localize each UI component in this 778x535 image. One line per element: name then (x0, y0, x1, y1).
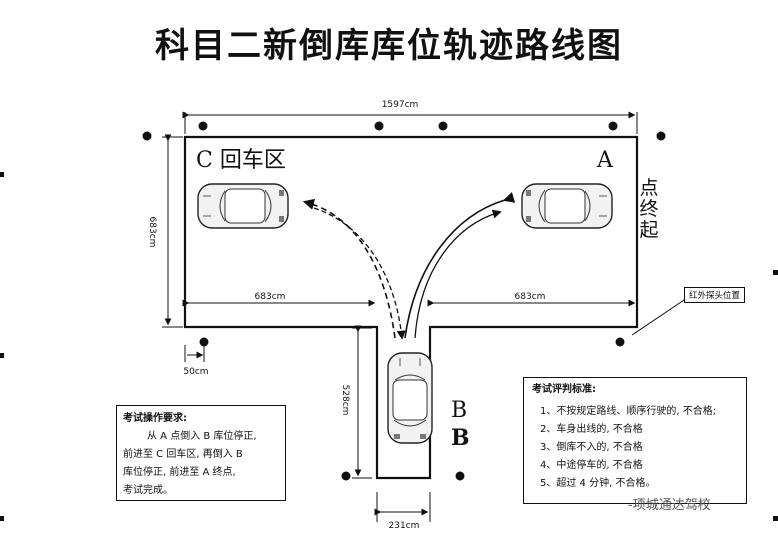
dim-top-label: 1597cm (382, 100, 419, 110)
dim-top-width (182, 111, 638, 134)
operation-line: 库位停正, 前进至 A 终点, (123, 467, 236, 478)
standards-line: 2、车身出线的, 不合格 (540, 424, 643, 435)
operation-line: 从 A 点倒入 B 库位停正, (147, 431, 257, 442)
operation-line: 前进至 C 回车区, 再倒入 B (123, 449, 243, 460)
standards-heading: 考试评判标准: (532, 384, 596, 395)
trajectory-forward-b-to-c (302, 198, 396, 339)
watermark: -项城通达驾校 (628, 498, 711, 513)
dim-stem-label: 528cm (340, 385, 350, 416)
operation-requirements-box: 考试操作要求: 从 A 点倒入 B 库位停正, 前进至 C 回车区, 再倒入 B… (116, 405, 286, 501)
dim-left-height (162, 134, 183, 328)
dim-left-arm-label: 683cm (255, 292, 286, 302)
trajectory-forward-b-to-a (414, 209, 502, 339)
standards-line: 1、不按规定路线、顺序行驶的, 不合格; (540, 406, 717, 417)
dim-gap-label: 50cm (183, 367, 208, 377)
sensor-dots (142, 121, 666, 481)
point-b-label-1: B (451, 398, 467, 423)
car-c-area (197, 183, 289, 229)
sensor-leader (631, 297, 688, 336)
dim-stem-width-label: 231cm (389, 521, 420, 531)
car-b-slot (387, 352, 433, 444)
trajectory-reverse-a-to-b (404, 192, 516, 339)
car-a-point (521, 183, 613, 229)
standards-line: 5、超过 4 分钟, 不合格。 (540, 478, 656, 489)
dim-left-label: 683cm (147, 217, 157, 248)
standards-line: 4、中途停车的, 不合格 (540, 460, 643, 471)
sensor-position-label: 红外探头位置 (684, 287, 746, 303)
operation-heading: 考试操作要求: (123, 413, 187, 424)
dim-right-arm-label: 683cm (515, 292, 546, 302)
point-a-label: A (596, 148, 614, 173)
start-end-label: 点终起 (639, 177, 659, 241)
point-b-label-2: B (451, 425, 470, 451)
page-title: 科目二新倒库库位轨迹路线图 (155, 26, 623, 66)
judging-standards-box: 考试评判标准: 1、不按规定路线、顺序行驶的, 不合格; 2、车身出线的, 不合… (523, 377, 747, 504)
c-area-label: C 回车区 (196, 148, 286, 173)
operation-line: 考试完成。 (123, 485, 173, 496)
standards-line: 3、倒库不入的, 不合格 (540, 442, 643, 453)
trajectory-reverse-c-to-b (313, 207, 406, 340)
